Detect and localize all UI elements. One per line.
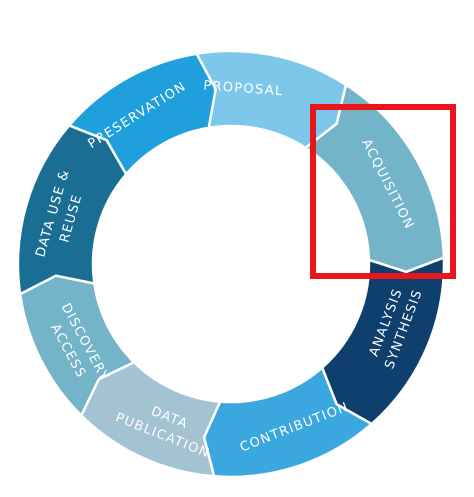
highlight-box bbox=[310, 104, 456, 279]
segment-preservation bbox=[67, 52, 217, 176]
cycle-segments bbox=[16, 49, 446, 479]
label-proposal: PROPOSAL bbox=[203, 79, 284, 100]
